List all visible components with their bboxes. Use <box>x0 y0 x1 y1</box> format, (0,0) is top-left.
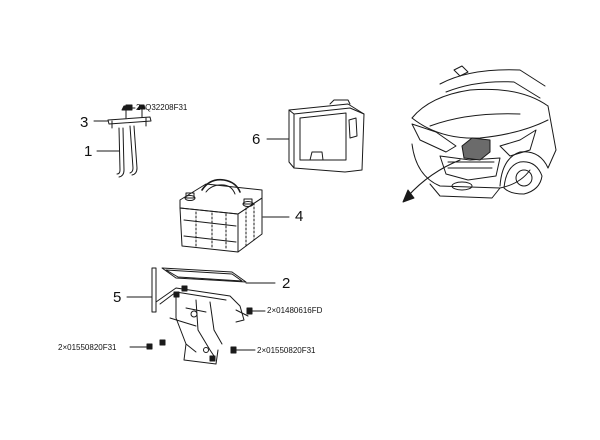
vehicle-locator-view <box>402 65 557 203</box>
tray-bolt-label: 2×01480616FD <box>267 306 323 315</box>
bracket-bolt-left-label: 2×01550820F31 <box>58 343 117 352</box>
callout-6: 6 <box>252 131 261 148</box>
callout-4: 4 <box>295 208 304 225</box>
bracket-bolts <box>146 285 253 362</box>
battery-bracket-part <box>126 267 249 365</box>
callout-3: 3 <box>80 114 89 131</box>
callout-1: 1 <box>84 143 93 160</box>
callout-2: 2 <box>282 275 291 292</box>
holddown-bolt-icon <box>125 104 133 111</box>
battery-tray-part <box>161 267 276 284</box>
bracket-bolt-right-label: 2×01550820F31 <box>257 346 316 355</box>
battery-location-highlight <box>461 137 491 161</box>
battery-part <box>179 178 290 253</box>
battery-cover-part <box>266 99 365 173</box>
hold-down-rods-part <box>96 125 138 178</box>
holddown-bolt-label: 2×Q32208F31 <box>136 103 188 112</box>
callout-5: 5 <box>113 289 122 306</box>
